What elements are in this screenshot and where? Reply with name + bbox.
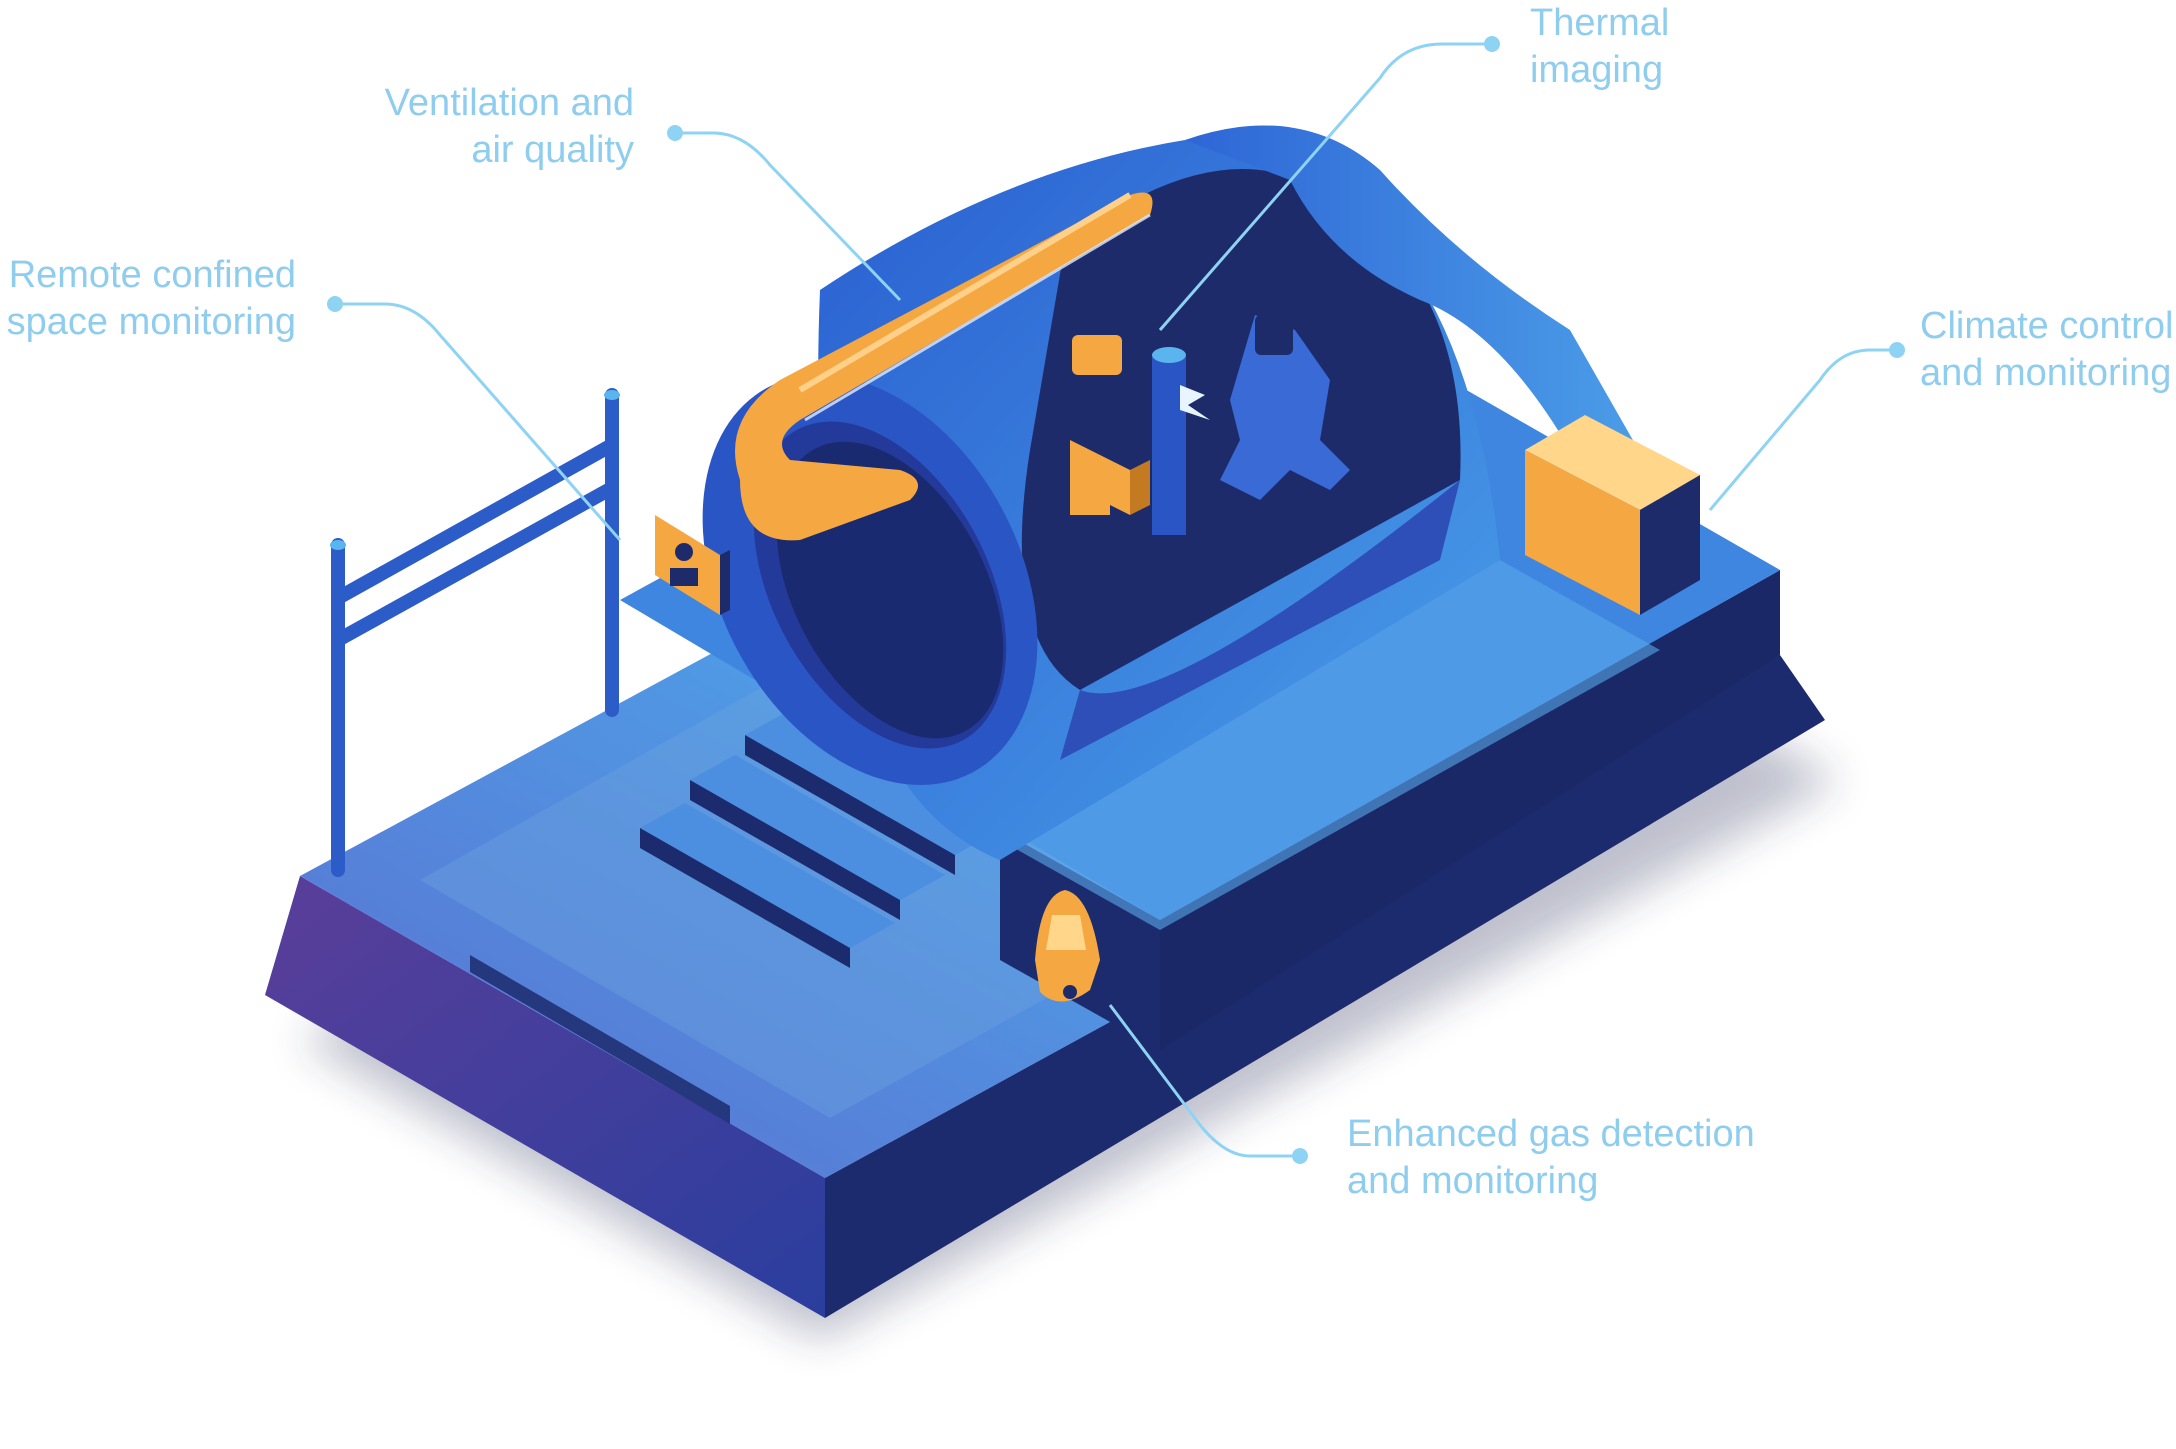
leader-line-ventilation [675, 131, 902, 302]
label-gas-line1: Enhanced gas detection [1347, 1113, 1755, 1155]
thermal-camera [1070, 335, 1150, 515]
leader-lines [335, 42, 1897, 1158]
remote-monitoring-panel [655, 515, 730, 615]
label-climate-line1: Climate control [1920, 305, 2174, 347]
label-remote-line2: space monitoring [6, 301, 296, 343]
label-thermal-imaging: Thermal imaging [1530, 0, 1669, 94]
label-gas-line2: and monitoring [1347, 1160, 1599, 1202]
leader-dot-climate [1889, 342, 1905, 358]
steps [640, 710, 1000, 968]
label-ventilation-line2: air quality [471, 129, 634, 171]
label-climate-control: Climate control and monitoring [1920, 303, 2173, 397]
leader-dots [327, 36, 1905, 1164]
climate-control-unit [1525, 415, 1700, 615]
label-gas-detection: Enhanced gas detection and monitoring [1347, 1111, 1755, 1205]
label-ventilation-line1: Ventilation and [384, 82, 634, 124]
label-remote-monitoring: Remote confined space monitoring [0, 252, 296, 346]
welding-post [1152, 347, 1210, 535]
label-climate-line2: and monitoring [1920, 352, 2172, 394]
leader-dot-thermal [1484, 36, 1500, 52]
label-thermal-line1: Thermal [1530, 2, 1670, 44]
gas-detector [1035, 890, 1100, 1002]
ventilation-duct [735, 192, 1153, 541]
leader-line-climate [1708, 348, 1897, 511]
railing [331, 388, 619, 877]
leader-dot-ventilation [667, 125, 683, 141]
leader-dot-remote [327, 296, 343, 312]
leader-line-gas [1108, 1004, 1300, 1158]
leader-line-remote [335, 302, 622, 541]
leader-dot-gas [1292, 1148, 1308, 1164]
leader-line-thermal [1158, 42, 1492, 331]
climate-pipe [1185, 125, 1650, 471]
label-remote-line1: Remote confined [8, 254, 296, 296]
label-ventilation: Ventilation and air quality [360, 80, 634, 174]
railing-caps [330, 390, 620, 550]
label-thermal-line2: imaging [1530, 49, 1664, 91]
welder-figure [1220, 315, 1350, 500]
